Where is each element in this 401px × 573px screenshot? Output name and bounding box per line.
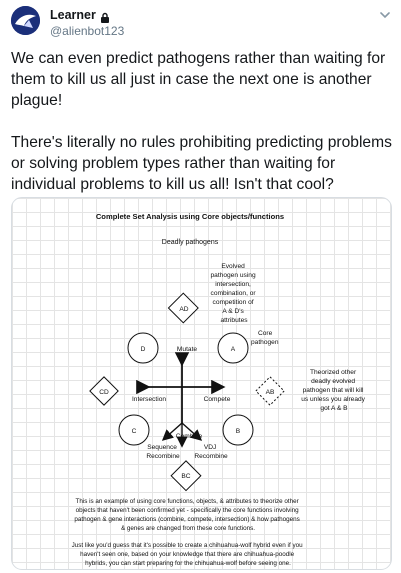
node-ab: AB bbox=[255, 376, 285, 406]
node-d: D bbox=[127, 332, 159, 364]
node-a: A bbox=[217, 332, 249, 364]
svg-text:CD: CD bbox=[99, 389, 109, 396]
svg-text:C: C bbox=[132, 428, 137, 435]
label-vdj-recombine: VDJ Recombine bbox=[194, 444, 228, 460]
label-combine: Combine bbox=[176, 433, 203, 440]
node-b: B bbox=[222, 414, 254, 446]
diagram-title: Complete Set Analysis using Core objects… bbox=[96, 212, 284, 221]
label-mutate: Mutate bbox=[177, 346, 197, 353]
tweet-paragraph: We can even predict pathogens rather tha… bbox=[11, 50, 386, 109]
cross-arrows bbox=[136, 352, 226, 448]
svg-text:A: A bbox=[231, 346, 236, 353]
svg-text:D: D bbox=[141, 346, 146, 353]
diagram-caption-1: This is an example of using core functio… bbox=[74, 498, 301, 532]
node-c: C bbox=[118, 414, 150, 446]
chevron-down-icon[interactable] bbox=[378, 8, 392, 22]
label-intersection: Intersection bbox=[132, 396, 166, 403]
svg-text:BC: BC bbox=[181, 473, 190, 480]
diagram-svg: Complete Set Analysis using Core objects… bbox=[72, 212, 367, 567]
label-compete: Compete bbox=[204, 396, 231, 403]
theorized-note: Theorized other deadly evolved pathogen … bbox=[301, 369, 367, 412]
diagram-subtitle: Deadly pathogens bbox=[162, 239, 219, 246]
diagram-caption-2: Just like you'd guess that it's possible… bbox=[72, 542, 305, 567]
node-bc: BC bbox=[170, 460, 202, 492]
tweet-paragraph: There's literally no rules prohibiting p… bbox=[11, 134, 392, 193]
tweet-image-diagram[interactable]: Complete Set Analysis using Core objects… bbox=[11, 197, 392, 570]
svg-text:AD: AD bbox=[179, 306, 188, 313]
lock-icon bbox=[100, 10, 110, 23]
evolved-note: Evolved pathogen using intersection, com… bbox=[211, 263, 258, 324]
tweet-body: We can even predict pathogens rather tha… bbox=[11, 48, 393, 216]
svg-text:B: B bbox=[236, 428, 241, 435]
author-handle[interactable]: @alienbot123 bbox=[50, 24, 125, 38]
bird-avatar-icon[interactable] bbox=[11, 6, 40, 35]
node-cd: CD bbox=[89, 376, 119, 406]
svg-text:AB: AB bbox=[266, 389, 275, 396]
node-ad: AD bbox=[167, 292, 199, 324]
core-note: Core pathogen bbox=[251, 330, 279, 346]
author-display-name[interactable]: Learner bbox=[50, 8, 96, 22]
label-sequence-recombine: Sequence Recombine bbox=[146, 444, 180, 460]
author-name-row: Learner bbox=[50, 8, 110, 23]
